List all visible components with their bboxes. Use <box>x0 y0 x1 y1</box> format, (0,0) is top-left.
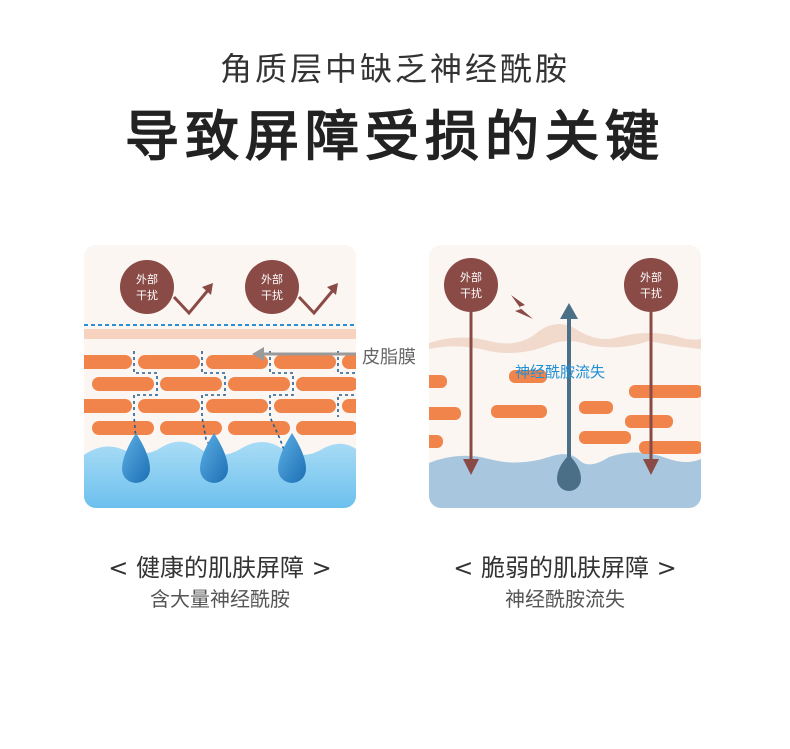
sebum-label: 皮脂膜 <box>362 343 416 369</box>
healthy-barrier-diagram: 外部 干扰 外部 干扰 <box>84 245 356 508</box>
right-badge2-line2: 干扰 <box>640 286 662 300</box>
right-badge-line2: 干扰 <box>460 286 482 300</box>
weak-barrier-subcaption: 神经酰胺流失 <box>429 583 701 612</box>
left-badge2-line1: 外部 <box>261 272 283 286</box>
ceramide-loss-label: 神经酰胺流失 <box>515 363 605 381</box>
left-badge2-line2: 干扰 <box>261 288 283 302</box>
left-badge-line2: 干扰 <box>136 288 158 302</box>
left-badge-line1: 外部 <box>136 272 158 286</box>
healthy-barrier-subcaption: 含大量神经酰胺 <box>84 583 356 612</box>
weak-barrier-diagram: 外部 干扰 外部 干扰 神经酰胺流失 <box>429 245 701 508</box>
right-badge-line1: 外部 <box>460 270 482 284</box>
page-title: 导致屏障受损的关键 <box>0 92 790 171</box>
healthy-barrier-caption: < 健康的肌肤屏障 > <box>84 548 356 583</box>
weak-barrier-caption: < 脆弱的肌肤屏障 > <box>429 548 701 583</box>
right-badge2-line1: 外部 <box>640 270 662 284</box>
page-subtitle: 角质层中缺乏神经酰胺 <box>0 44 790 90</box>
